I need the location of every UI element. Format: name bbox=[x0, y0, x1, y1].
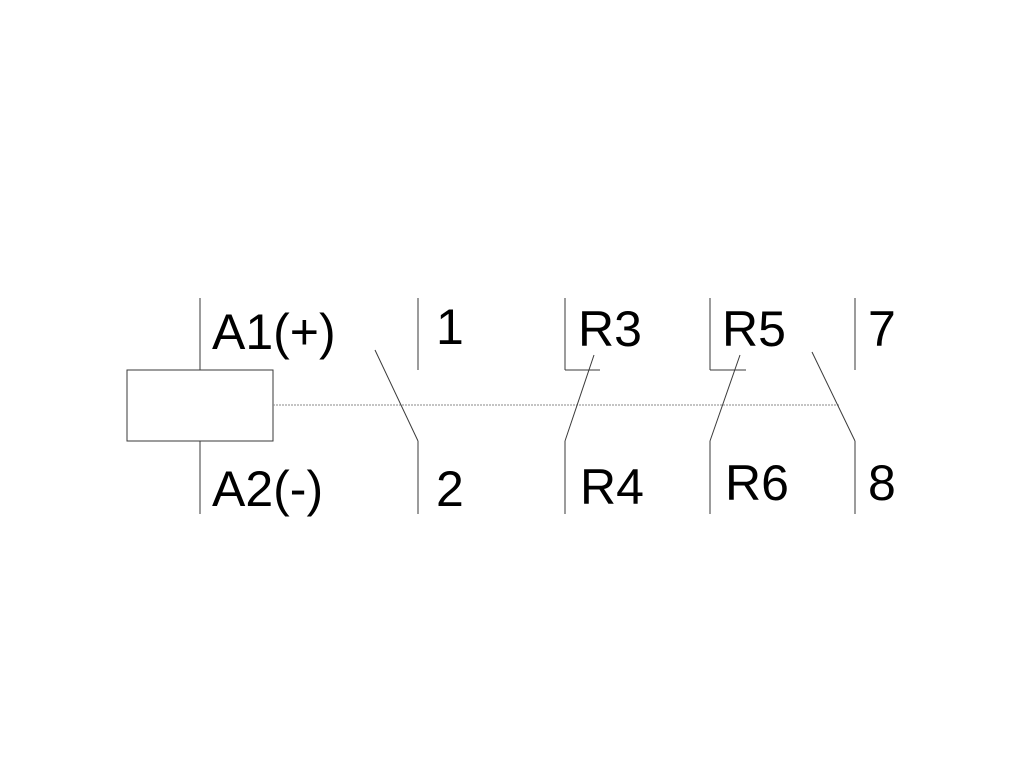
label-2: 2 bbox=[436, 461, 464, 517]
coil-body bbox=[126, 369, 274, 442]
contact-r3-r4 bbox=[564, 298, 600, 514]
label-a1: A1(+) bbox=[212, 304, 336, 360]
label-r6: R6 bbox=[725, 455, 789, 511]
label-r3: R3 bbox=[578, 301, 642, 357]
label-r4: R4 bbox=[580, 459, 644, 515]
contact-r3-blade bbox=[564, 354, 595, 442]
label-7: 7 bbox=[868, 301, 896, 357]
label-1: 1 bbox=[436, 299, 464, 355]
label-8: 8 bbox=[868, 455, 896, 511]
contact-1-2 bbox=[374, 298, 419, 514]
label-r5: R5 bbox=[722, 301, 786, 357]
contact-7-blade bbox=[811, 351, 856, 442]
contact-r5-r6 bbox=[709, 298, 746, 514]
relay-coil bbox=[126, 298, 274, 514]
label-a2: A2(-) bbox=[212, 461, 323, 517]
contact-r5-blade bbox=[709, 354, 741, 442]
contact-7-8 bbox=[811, 298, 856, 514]
contact-1-blade bbox=[374, 349, 419, 442]
